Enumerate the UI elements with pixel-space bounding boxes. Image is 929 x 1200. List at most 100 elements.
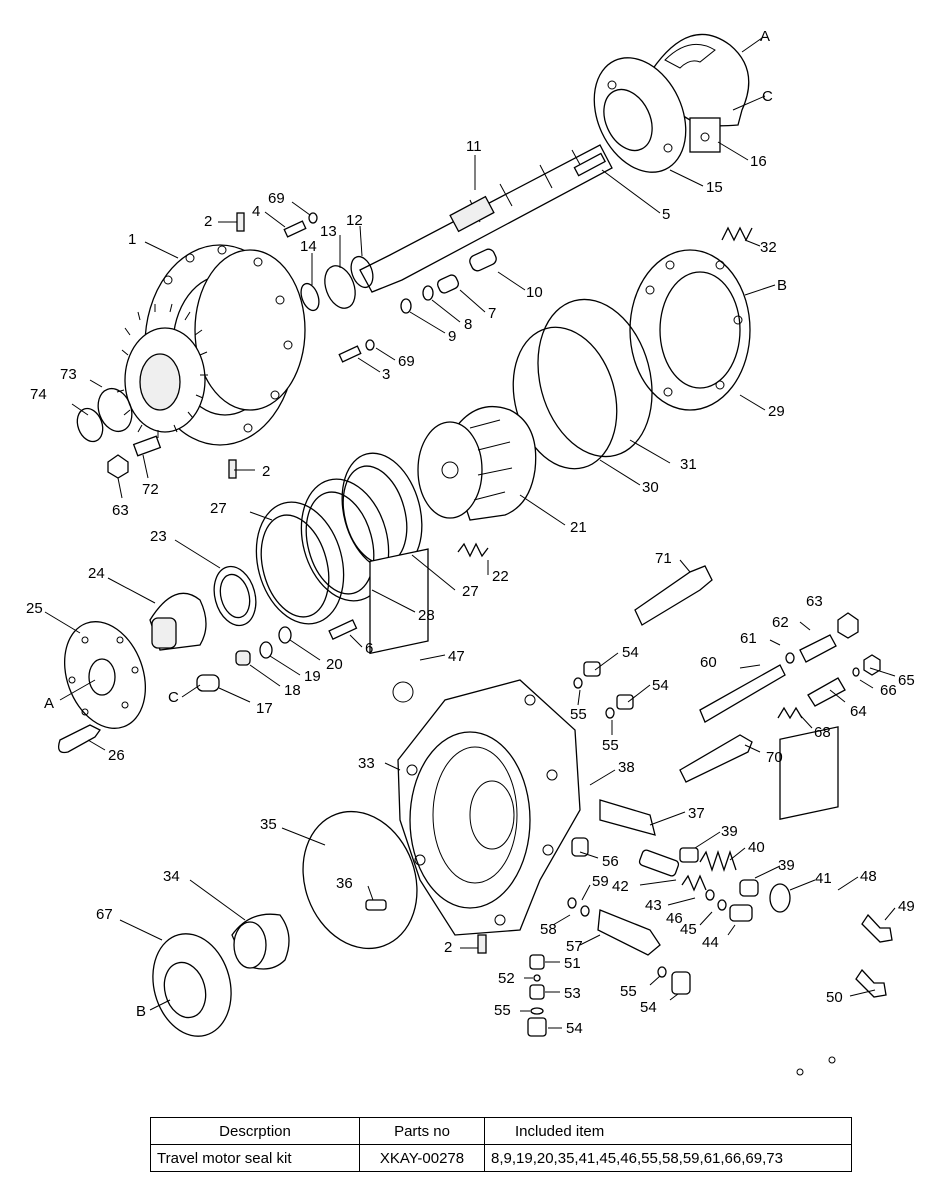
callout-59: 59 [592,873,609,890]
callout-28: 28 [418,607,435,624]
callout-68: 68 [814,724,831,741]
callout-2c: 2 [444,939,452,956]
callout-64: 64 [850,703,867,720]
part-plug-54b [616,694,634,710]
callout-51: 51 [564,955,581,972]
part-oring-46 [705,889,715,901]
part-oring-9 [400,298,412,314]
part-pin-4 [283,220,307,238]
part-housing-29 [629,249,751,411]
part-plate-25 [63,621,147,729]
callout-70: 70 [766,749,783,766]
callout-71: 71 [655,550,672,567]
callout-37: 37 [688,805,705,822]
callout-b-left: B [136,1003,146,1020]
callout-16: 16 [750,153,767,170]
part-oring-69a [308,212,318,224]
part-pin-3 [338,345,362,363]
callout-c-left: C [168,689,179,706]
part-flange-15 [593,57,687,173]
part-shaft-11 [359,144,613,293]
part-bearing-34 [231,913,290,970]
part-oring-66 [852,667,860,677]
part-valve-block-33 [397,679,581,936]
part-oring-41 [769,883,791,913]
callout-38: 38 [618,759,635,776]
part-oring-19 [259,641,273,659]
callout-25: 25 [26,600,43,617]
callout-47: 47 [448,648,465,665]
callout-labels: A C 16 15 5 11 69 4 2 12 13 14 1 32 B 10… [26,28,915,1037]
callout-10: 10 [526,284,543,301]
callout-1: 1 [128,231,136,248]
part-gasket-35 [302,810,418,950]
callout-a-left: A [44,695,54,712]
callout-letter-c-top: C [762,88,773,105]
part-oring-59 [580,905,590,917]
callout-8: 8 [464,316,472,333]
part-ball-52 [533,974,541,982]
callout-56: 56 [602,853,619,870]
callout-17: 17 [256,700,273,717]
part-ring-14 [300,282,320,312]
part-spring-40 [699,849,737,873]
part-plug-54d [671,971,691,995]
callout-43: 43 [645,897,662,914]
callout-4: 4 [252,203,260,220]
callout-2a: 2 [204,213,212,230]
callout-letter-a-top: A [760,28,770,45]
part-pin-26 [57,724,101,754]
part-piston-7 [436,274,460,294]
callout-52: 52 [498,970,515,987]
header-description: Descrption [150,1117,360,1145]
exploded-parts-diagram: A C 16 15 5 11 69 4 2 12 13 14 1 32 B 10… [26,28,915,1076]
part-stud-72 [132,435,162,457]
callout-39b: 39 [778,857,795,874]
part-plug-53 [529,984,545,1000]
part-pin-36 [365,899,387,911]
parts-table: Descrption Parts no Included item Travel… [150,1117,852,1172]
part-oring-8 [422,285,434,301]
callout-b-right: B [777,277,787,294]
callout-54b: 54 [652,677,669,694]
part-plate-47 [369,548,429,703]
callout-54a: 54 [622,644,639,661]
callout-62: 62 [772,614,789,631]
callout-44: 44 [702,934,719,951]
part-pin-17 [196,674,220,692]
callout-33: 33 [358,755,375,772]
callout-55d: 55 [494,1002,511,1019]
part-plug-64 [807,677,846,707]
table-row: Travel motor seal kit XKAY-00278 8,9,19,… [150,1144,852,1172]
part-setscrew-2b [228,459,237,479]
callout-21: 21 [570,519,587,536]
callout-41: 41 [815,870,832,887]
part-pin-5 [573,152,607,177]
part-oring-61 [785,652,795,664]
callout-54c: 54 [640,999,657,1016]
callout-61: 61 [740,630,757,647]
part-plug-56 [571,837,589,857]
callout-19: 19 [304,668,321,685]
part-oring-55b [605,707,615,719]
callout-46: 46 [666,910,683,927]
callout-6: 6 [365,640,373,657]
part-plug-44 [729,904,753,922]
callout-13: 13 [320,223,337,240]
callout-31: 31 [680,456,697,473]
callout-18: 18 [284,682,301,699]
part-plug-54c [527,1017,547,1037]
callout-53: 53 [564,985,581,1002]
callout-29: 29 [768,403,785,420]
parts-table-header-row: Descrption Parts no Included item [150,1117,852,1145]
part-plug-62 [799,634,837,663]
callout-55c: 55 [620,983,637,1000]
callout-14: 14 [300,238,317,255]
part-oring-55c [530,1007,544,1015]
cell-description: Travel motor seal kit [150,1144,360,1172]
part-oring-55a [573,677,583,689]
callout-73: 73 [60,366,77,383]
callout-55b: 55 [602,737,619,754]
part-plates-27-28 [255,452,423,625]
part-plug-54a [583,661,601,677]
